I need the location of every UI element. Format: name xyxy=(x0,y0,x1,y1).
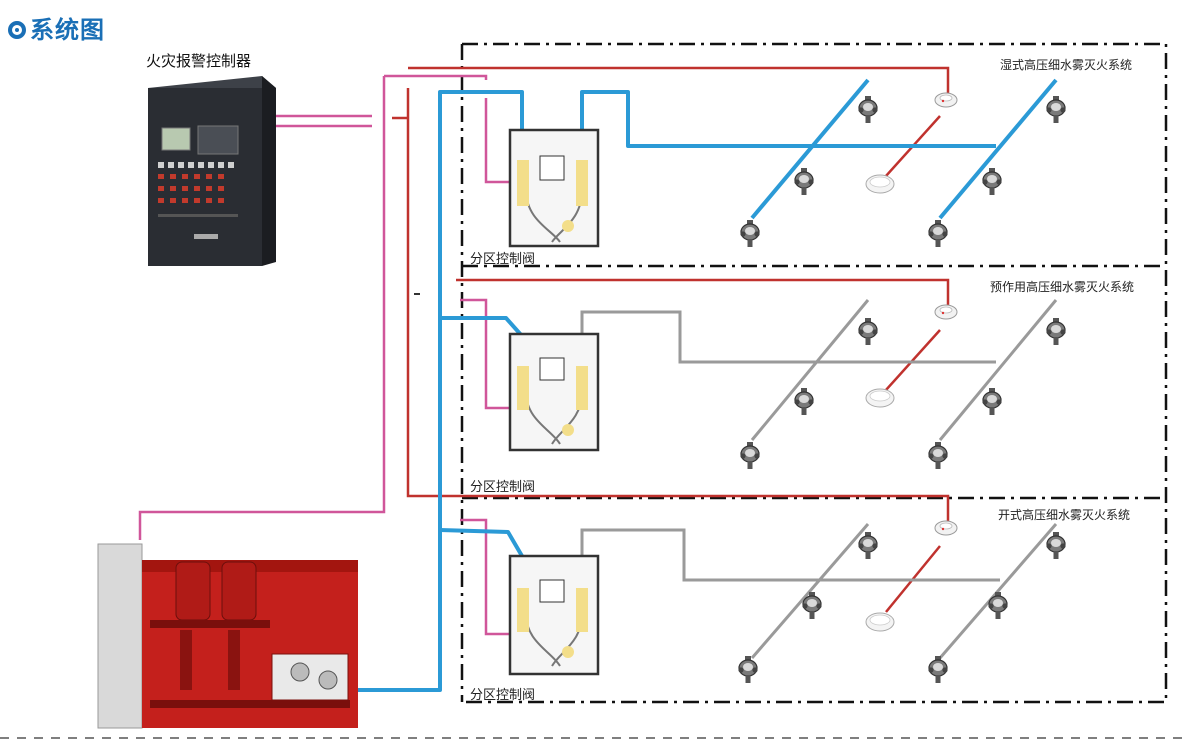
page-title: 系统图 xyxy=(8,10,105,45)
nozzles-zone-3 xyxy=(737,531,1067,684)
main-supply-pipe xyxy=(350,78,1058,692)
zone-3-system-label: 开式高压细水雾灭火系统 xyxy=(998,508,1131,522)
zone-2-system-label: 预作用高压细水雾灭火系统 xyxy=(990,280,1135,294)
dry-pipes xyxy=(580,299,1058,659)
pink-signal-lines xyxy=(138,74,512,636)
controller-label: 火灾报警控制器 xyxy=(146,52,252,70)
zone-valve-boxes xyxy=(508,128,600,676)
system-boundary xyxy=(460,42,1168,704)
fire-alarm-controller xyxy=(148,76,276,266)
title-ring-icon xyxy=(8,21,26,39)
zone-1-system-label: 湿式高压细水雾灭火系统 xyxy=(1000,58,1133,72)
zone-1-valve-label: 分区控制阀 xyxy=(470,252,536,267)
zone-3-valve-label: 分区控制阀 xyxy=(470,688,536,703)
alarm-devices xyxy=(865,174,895,632)
pump-unit xyxy=(97,543,358,729)
zone-2-valve-label: 分区控制阀 xyxy=(470,480,536,495)
